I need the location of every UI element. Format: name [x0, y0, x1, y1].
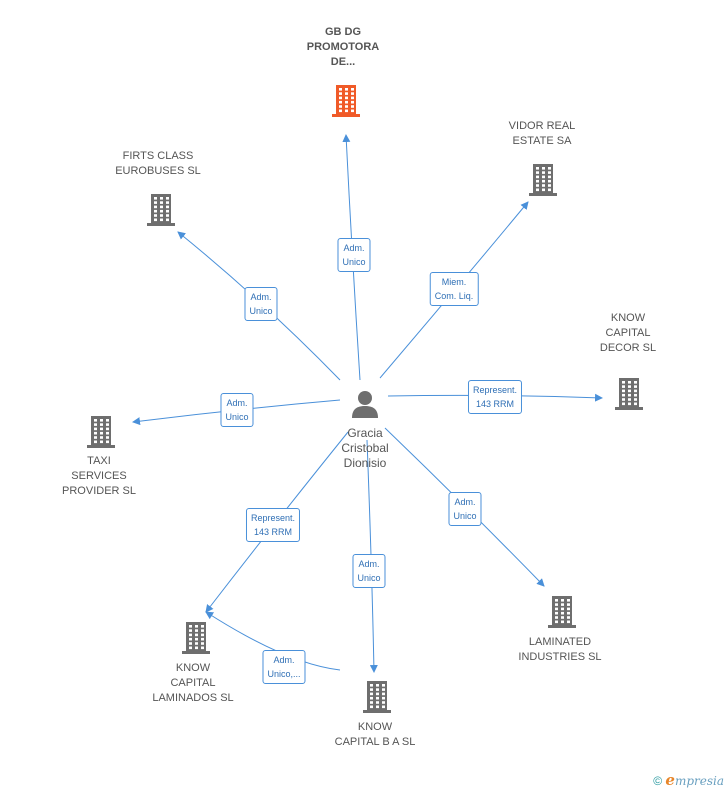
company-node-vidor[interactable] — [527, 162, 559, 198]
company-label[interactable]: KNOW CAPITAL B A SL — [334, 721, 416, 748]
relation-label[interactable]: Represent. 143 RRM — [467, 380, 523, 414]
company-node-knowlam[interactable] — [180, 620, 212, 656]
building-icon — [332, 85, 360, 117]
copyright-symbol: © — [653, 774, 663, 788]
person-icon — [352, 391, 378, 418]
relation-label[interactable]: Adm. Unico — [220, 393, 254, 427]
building-icon — [182, 622, 210, 654]
company-node-laminated[interactable] — [546, 594, 578, 630]
company-label[interactable]: KNOW CAPITAL DECOR SL — [599, 311, 657, 354]
relation-label[interactable]: Adm. Unico,... — [262, 650, 306, 684]
company-node-knowdecor[interactable] — [613, 376, 645, 412]
company-node-taxi[interactable] — [85, 414, 117, 450]
company-label[interactable]: VIDOR REAL ESTATE SA — [508, 120, 576, 147]
person-label[interactable]: Gracia Cristobal Dionisio — [341, 426, 389, 470]
relation-label[interactable]: Adm. Unico — [244, 287, 278, 321]
empresia-logo: empresia — [665, 771, 724, 789]
company-node-knowba[interactable] — [361, 679, 393, 715]
company-node-firts[interactable] — [145, 192, 177, 228]
building-icon — [87, 416, 115, 448]
building-icon — [363, 681, 391, 713]
relation-label[interactable]: Miem. Com. Liq. — [429, 272, 479, 306]
building-icon — [615, 378, 643, 410]
company-node-gbdg[interactable] — [330, 83, 362, 119]
empresia-footer: © empresia — [653, 771, 724, 789]
building-icon — [548, 596, 576, 628]
company-label[interactable]: GB DG PROMOTORA DE... — [306, 25, 380, 68]
relation-label[interactable]: Adm. Unico — [448, 492, 482, 526]
company-label[interactable]: KNOW CAPITAL LAMINADOS SL — [152, 662, 234, 704]
building-icon — [147, 194, 175, 226]
relation-label[interactable]: Adm. Unico — [337, 238, 371, 272]
relation-label[interactable]: Adm. Unico — [352, 554, 386, 588]
company-label[interactable]: FIRTS CLASS EUROBUSES SL — [115, 150, 201, 177]
relation-label[interactable]: Represent. 143 RRM — [245, 508, 301, 542]
company-label[interactable]: LAMINATED INDUSTRIES SL — [518, 636, 602, 663]
building-icon — [529, 164, 557, 196]
person-node[interactable] — [351, 389, 379, 419]
company-label[interactable]: TAXI SERVICES PROVIDER SL — [62, 455, 136, 497]
